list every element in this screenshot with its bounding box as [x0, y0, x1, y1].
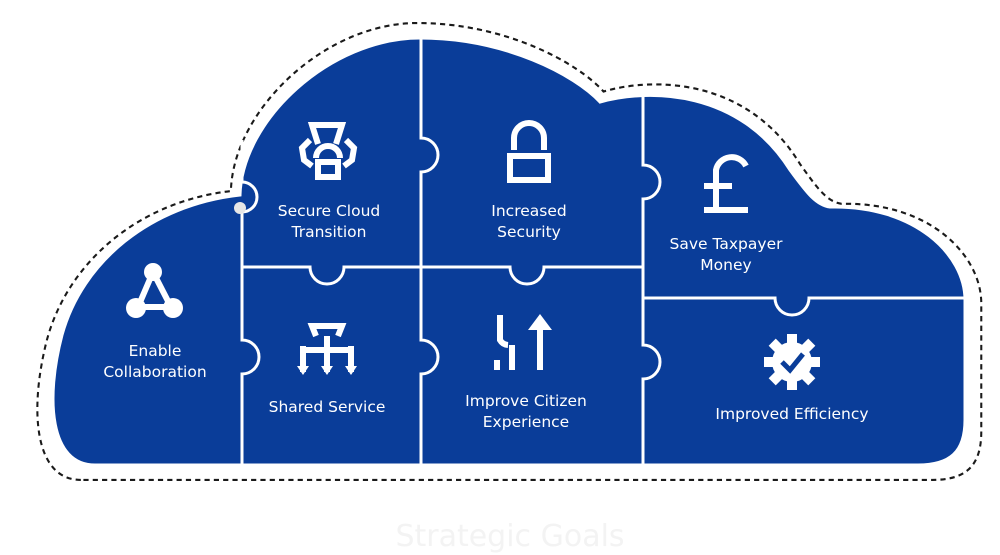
pound-sign-icon — [704, 154, 749, 213]
gear-check-icon — [764, 334, 820, 390]
puzzle-dividers — [234, 38, 965, 465]
network-triangle-icon — [126, 263, 183, 318]
label-shared-service: Shared Service — [269, 398, 386, 416]
label-secure-cloud-1: Secure Cloud — [278, 202, 381, 220]
label-increased-security-2: Security — [497, 223, 561, 241]
label-enable-collaboration-1: Enable — [129, 342, 182, 360]
padlock-icon — [507, 120, 551, 183]
diagram-title: Strategic Goals — [395, 519, 624, 554]
label-save-taxpayer-1: Save Taxpayer — [670, 235, 784, 253]
label-enable-collaboration-2: Collaboration — [103, 363, 206, 381]
arrows-up-icon — [494, 314, 552, 370]
label-secure-cloud-2: Transition — [291, 223, 367, 241]
label-improve-citizen-1: Improve Citizen — [465, 392, 587, 410]
label-save-taxpayer-2: Money — [700, 256, 751, 274]
label-improve-citizen-2: Experience — [483, 413, 569, 431]
shared-branch-icon — [297, 323, 357, 375]
cloud-lock-icon — [298, 122, 358, 180]
label-improved-efficiency: Improved Efficiency — [715, 405, 868, 423]
label-increased-security-1: Increased — [491, 202, 566, 220]
